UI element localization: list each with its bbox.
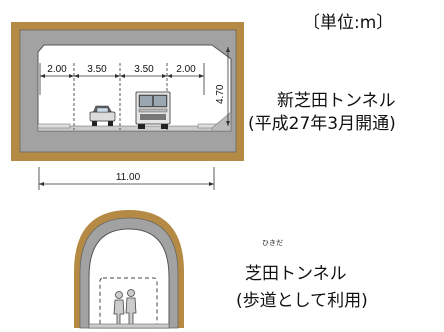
old-tunnel-bore xyxy=(88,228,170,329)
new-tunnel-name: 新芝田トンネル xyxy=(277,91,396,111)
lane-width-4: 2.00 xyxy=(176,64,196,75)
lane-width-3: 3.50 xyxy=(134,64,154,75)
old-tunnel-floor xyxy=(88,323,170,329)
lane-width-2: 3.50 xyxy=(87,64,107,75)
new-tunnel-opened: (平成27年3月開通) xyxy=(248,114,396,134)
new-tunnel-section: 2.00 3.50 3.50 2.00 4.70 xyxy=(11,22,244,161)
lane-ticks xyxy=(40,74,204,78)
total-width-dimension: 11.00 xyxy=(38,167,215,190)
new-tunnel-bore xyxy=(37,44,232,132)
height-value: 4.70 xyxy=(215,84,226,104)
car xyxy=(89,105,116,126)
truck xyxy=(135,91,171,129)
old-tunnel-name: 芝田トンネル xyxy=(245,264,347,284)
old-tunnel-use: (歩道として利用) xyxy=(236,291,368,311)
gutter-right xyxy=(211,111,232,132)
sidewalk-left xyxy=(37,123,71,129)
old-tunnel-furigana: ひきだ xyxy=(262,239,283,247)
lane-width-1: 2.00 xyxy=(47,64,67,75)
total-width-value: 11.00 xyxy=(116,172,141,183)
unit-label: 〔単位:m〕 xyxy=(303,13,394,33)
pedestrians xyxy=(113,289,137,326)
height-dimension: 4.70 xyxy=(215,47,230,126)
old-tunnel-section xyxy=(74,210,184,329)
